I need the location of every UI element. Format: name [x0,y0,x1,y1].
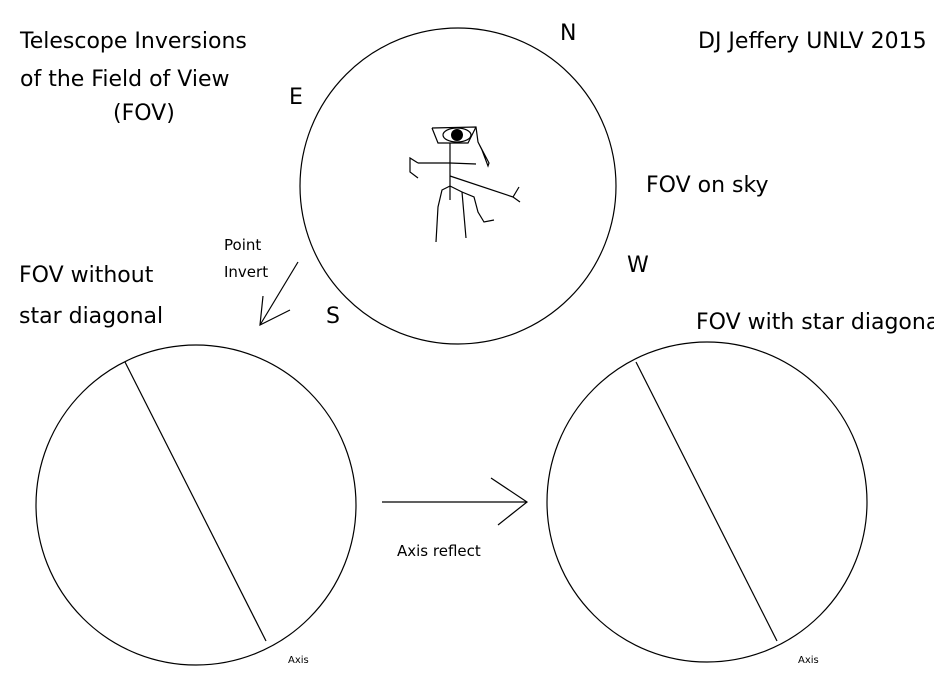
compass-north-label: N [560,21,576,46]
no-diagonal-fov-circle [35,344,357,666]
axis-reflect-arrow-head [490,477,529,526]
observer-foot [461,191,495,223]
title-line-1: Telescope Inversions [19,29,247,54]
no-diagonal-axis-label: Axis [288,655,309,666]
credit-label: DJ Jeffery UNLV 2015 [698,29,927,54]
with-diagonal-fov-circle [546,341,868,663]
with-diagonal-label: FOV with star diagonal [696,310,934,335]
sky-fov-label: FOV on sky [646,173,768,198]
observer-left-hand [409,156,419,179]
point-invert-arrow-head [259,295,291,327]
point-invert-line-2: Invert [224,263,268,281]
sky-fov-circle [299,27,617,345]
no-diagonal-axis-line [124,361,267,642]
observer-right-leg [449,185,467,239]
compass-west-label: W [627,253,649,278]
compass-east-label: E [289,85,303,110]
observer-head-lower [431,126,477,144]
observer-left-leg [435,185,451,243]
no-diagonal-label-line-1: FOV without [19,263,154,288]
with-diagonal-axis-line [635,361,778,642]
eye-pupil [451,129,463,141]
no-diagonal-label-line-2: star diagonal [19,304,163,329]
observer-arms [418,162,477,165]
observer-right-arm [449,175,521,203]
with-diagonal-axis-label: Axis [798,655,819,666]
compass-south-label: S [326,304,340,329]
stick-figure-observer [409,126,521,243]
axis-reflect-label: Axis reflect [397,542,481,560]
eye-outline [442,127,472,143]
title-line-3: (FOV) [113,101,175,126]
point-invert-arrow-shaft [259,261,299,326]
title-line-2: of the Field of View [20,67,229,92]
point-invert-arrow [259,261,299,327]
point-invert-line-1: Point [224,236,261,254]
axis-reflect-arrow [382,477,529,526]
